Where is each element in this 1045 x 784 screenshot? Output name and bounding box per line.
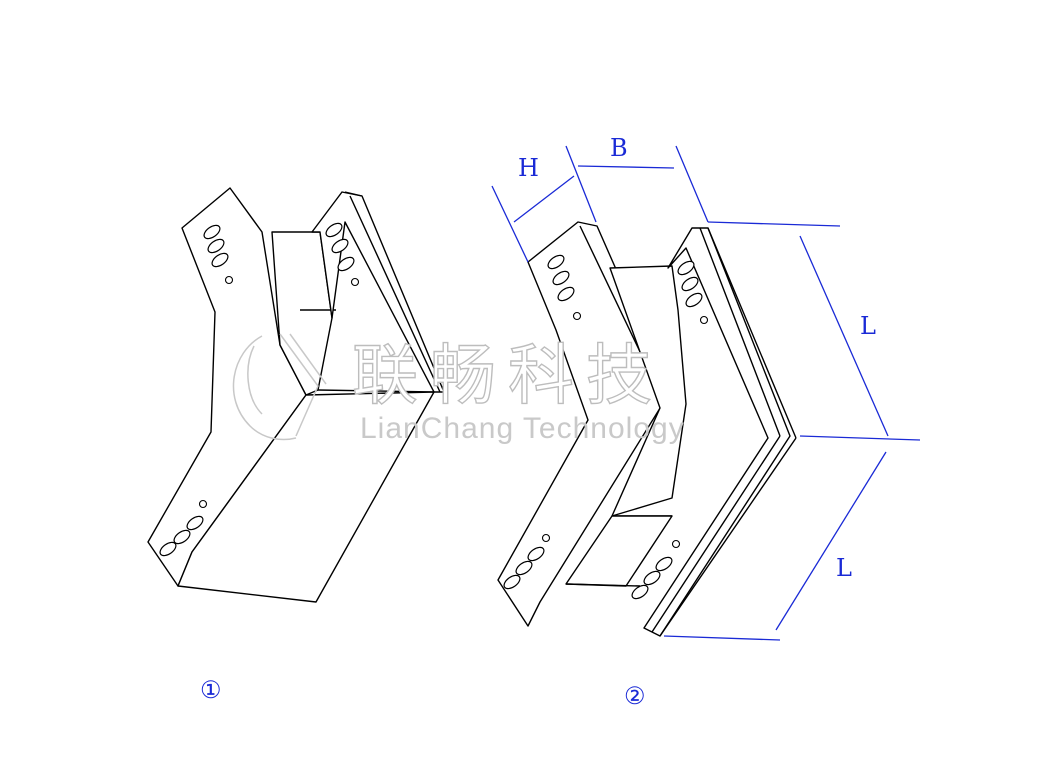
fig1-bottom-face bbox=[177, 391, 435, 603]
dim-label-L-lower: L bbox=[836, 554, 852, 582]
figure-1-elbow-tray bbox=[147, 187, 445, 603]
fig1-slots-right bbox=[325, 222, 360, 287]
fig2-slots-upper-right bbox=[677, 260, 709, 325]
dim-label-L-upper: L bbox=[860, 312, 876, 340]
fig2-slots-lower-right bbox=[631, 539, 681, 600]
fig2-inner bbox=[609, 265, 687, 517]
fig1-slots-upper bbox=[203, 224, 234, 285]
figure-2-elbow-tray bbox=[497, 221, 797, 637]
fig2-slots-upper-left bbox=[547, 254, 582, 321]
figure-number-1: ① bbox=[200, 676, 222, 704]
fig2-slots-lower-left bbox=[503, 533, 551, 590]
watermark-text-cn: 联畅科技 bbox=[352, 337, 664, 414]
watermark-logo-icon bbox=[232, 333, 327, 441]
fig1-slots-lower bbox=[159, 499, 208, 557]
watermark: 联畅科技 LianChang Technology bbox=[232, 333, 685, 445]
dimension-lines bbox=[491, 145, 921, 641]
dim-label-B: B bbox=[610, 134, 628, 162]
dim-label-H: H bbox=[518, 154, 539, 182]
watermark-text-en: LianChang Technology bbox=[360, 412, 685, 445]
figure-number-2: ② bbox=[624, 682, 646, 710]
